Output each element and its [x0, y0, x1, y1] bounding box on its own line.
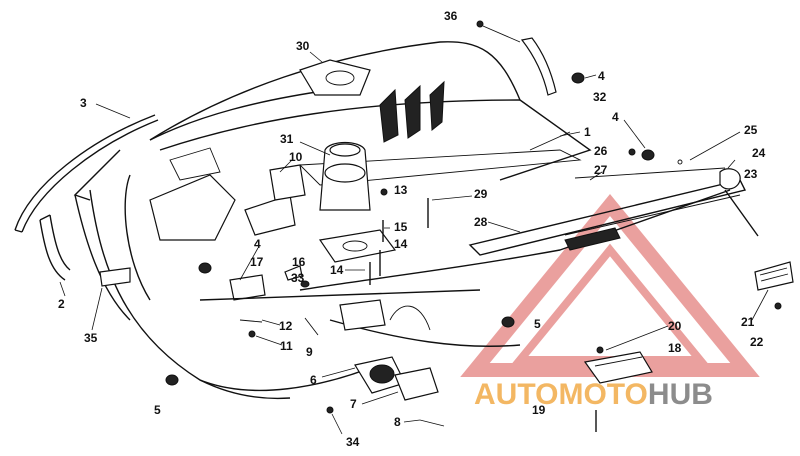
label-23: 23 — [744, 167, 758, 181]
label-14: 14 — [330, 263, 344, 277]
part-labels: 36 4 32 30 3 1 4 25 31 26 24 10 27 23 13… — [58, 9, 766, 449]
label-3: 3 — [80, 96, 87, 110]
trim-strip-2 — [39, 214, 71, 281]
label-8: 8 — [394, 415, 401, 429]
label-10: 10 — [289, 150, 303, 164]
label-2: 2 — [58, 297, 65, 311]
label-5: 5 — [154, 403, 161, 417]
watermark-hub: HUB — [648, 378, 713, 411]
label-11: 11 — [280, 339, 293, 353]
label-12: 12 — [279, 319, 293, 333]
label-17: 17 — [250, 255, 264, 269]
hardware — [165, 20, 794, 432]
label-30: 30 — [296, 39, 310, 53]
label-6: 6 — [310, 373, 317, 387]
label-13: 13 — [394, 183, 408, 197]
leader-lines — [59, 51, 769, 435]
watermark-auto: AUTO — [474, 378, 558, 411]
label-25: 25 — [744, 123, 758, 137]
label-35: 35 — [84, 331, 98, 345]
label-15: 15 — [394, 220, 408, 234]
label-21: 21 — [741, 315, 755, 329]
label-33: 33 — [291, 271, 305, 285]
label-4: 4 — [254, 237, 261, 251]
trim-strip-3 — [14, 114, 159, 233]
label-1: 1 — [584, 125, 591, 139]
label-26: 26 — [594, 144, 608, 158]
label-16: 16 — [292, 255, 306, 269]
label-32: 32 — [593, 90, 607, 104]
label-4: 4 — [598, 69, 605, 83]
label-36: 36 — [444, 9, 458, 23]
label-5: 5 — [534, 317, 541, 331]
trim-strip-32 — [520, 37, 557, 96]
label-4: 4 — [612, 110, 619, 124]
label-27: 27 — [594, 163, 608, 177]
watermark-text: AUTOMOTOHUB — [474, 378, 713, 411]
label-24: 24 — [752, 146, 766, 160]
label-18: 18 — [668, 341, 682, 355]
label-7: 7 — [350, 397, 357, 411]
label-19: 19 — [532, 403, 546, 417]
label-29: 29 — [474, 187, 488, 201]
label-9: 9 — [306, 345, 313, 359]
svg-text:AUTOMOTOHUB: AUTOMOTOHUB — [474, 378, 713, 411]
hood-body — [73, 41, 747, 401]
label-22: 22 — [750, 335, 764, 349]
label-14: 14 — [394, 237, 408, 251]
watermark-moto: MOTO — [558, 378, 647, 411]
label-34: 34 — [346, 435, 360, 449]
label-20: 20 — [668, 319, 682, 333]
label-28: 28 — [474, 215, 488, 229]
label-31: 31 — [280, 132, 294, 146]
